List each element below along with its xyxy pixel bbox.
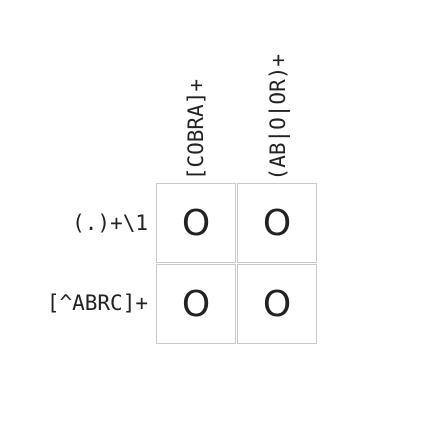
grid-cell-r1c2[interactable]: O: [237, 183, 317, 263]
row-clue-1: (.)+\1: [72, 211, 148, 235]
column-clue-1-text: [COBRA]+: [183, 78, 208, 180]
grid-cell-r2c1[interactable]: O: [156, 264, 236, 344]
row-clue-2: [^ABRC]+: [46, 291, 148, 315]
column-clue-2: (AB|O|OR)+: [238, 50, 318, 180]
grid-cell-r1c1[interactable]: O: [156, 183, 236, 263]
column-clue-1: [COBRA]+: [156, 50, 236, 180]
grid-cell-r2c2[interactable]: O: [237, 264, 317, 344]
column-clue-2-text: (AB|O|OR)+: [265, 53, 290, 180]
